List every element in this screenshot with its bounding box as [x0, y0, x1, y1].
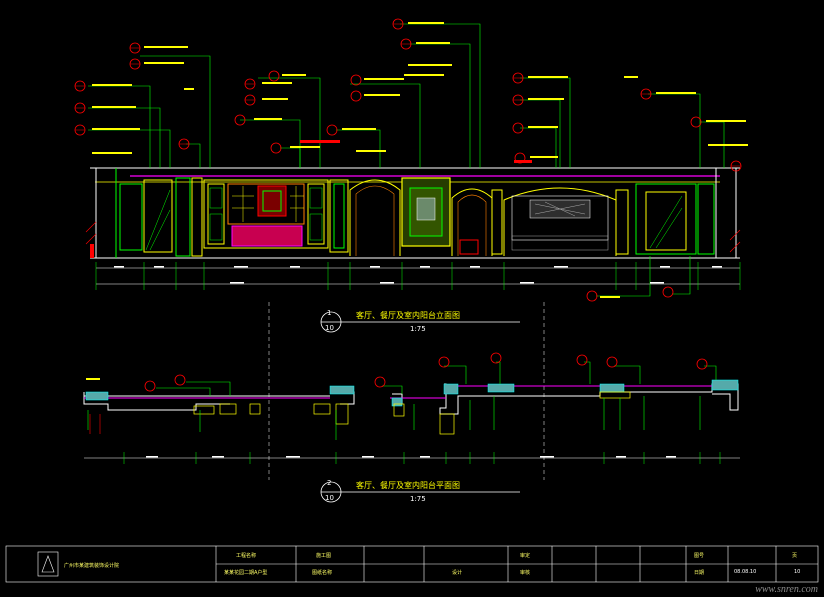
page-label: 页	[792, 553, 798, 559]
sheet-label: 图号	[694, 553, 705, 559]
title-block-grid	[5, 545, 819, 583]
company-name: 广州市某建筑装饰设计院	[64, 563, 120, 569]
date-label: 日期	[694, 570, 705, 576]
view-1-scale: 1:75	[410, 325, 426, 333]
elevation-drawing	[74, 18, 748, 302]
date-value: 08.08.10	[734, 569, 757, 575]
project-value: 某某花园二期A户型	[224, 570, 268, 576]
approve-label: 审定	[520, 553, 531, 559]
view-1-title: 客厅、餐厅及室内阳台立面图	[356, 311, 460, 320]
view-1-number: 1	[327, 309, 332, 317]
view-2-scale: 1:75	[410, 495, 426, 503]
page-value: 10	[794, 569, 801, 575]
designer-label: 设计	[452, 570, 463, 576]
stage-label: 施工图	[316, 553, 332, 559]
drawing-label: 图纸名称	[312, 570, 333, 576]
view-1-label	[320, 311, 520, 333]
plan-drawing	[83, 352, 740, 464]
view-2-label	[320, 481, 520, 503]
view-2-number: 2	[327, 479, 332, 487]
view-2-title: 客厅、餐厅及室内阳台平面图	[356, 481, 460, 490]
watermark: www.snren.com	[755, 584, 818, 595]
view-2-sheet: 10	[325, 494, 334, 502]
view-1-sheet: 10	[325, 324, 334, 332]
company-logo	[37, 551, 59, 577]
project-label: 工程名称	[236, 553, 257, 559]
check-label: 审核	[520, 570, 531, 576]
